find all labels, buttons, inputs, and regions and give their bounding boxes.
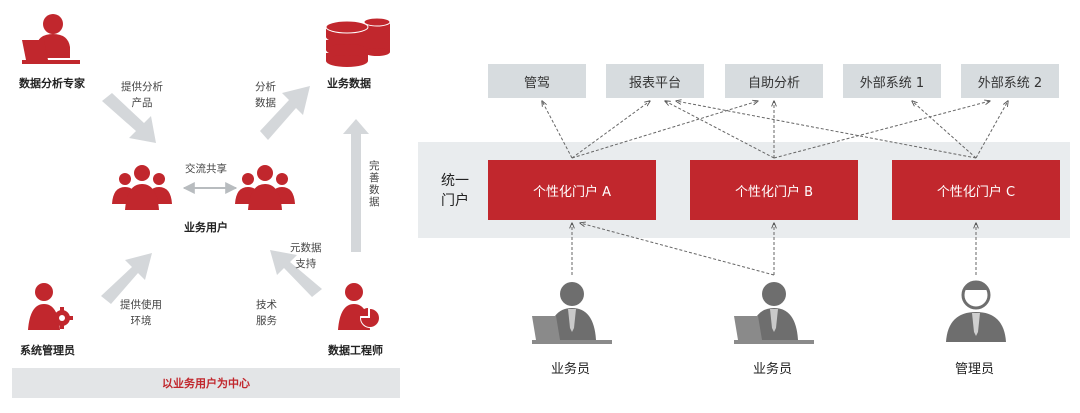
- unified-portal-label: 统一 门户: [441, 173, 469, 209]
- exchange-share-label: 交流共享: [185, 163, 227, 175]
- data-engineer-label: 数据工程师: [328, 344, 383, 357]
- manager-icon: [946, 280, 1006, 342]
- analyze-data-label: 分析 数据: [255, 81, 276, 109]
- footer-bar: 以业务用户为中心: [12, 368, 400, 398]
- portal-a-box: 个性化门户 A: [488, 160, 656, 220]
- arrow-admin-to-users: [101, 253, 152, 304]
- system-box-external-1: 外部系统 1: [843, 64, 941, 98]
- user-group-right-icon: [235, 165, 295, 210]
- manager-label: 管理员: [955, 362, 995, 377]
- footer-label: 以业务用户为中心: [162, 377, 250, 390]
- user-group-left-icon: [112, 165, 172, 210]
- sysadmin-icon: [28, 283, 73, 330]
- expert-icon: [22, 14, 80, 64]
- salesperson-1-label: 业务员: [551, 362, 591, 377]
- tech-service-label: 技术 服务: [256, 299, 277, 327]
- salesperson-2-icon: [734, 282, 814, 344]
- portal-c-box: 个性化门户 C: [892, 160, 1060, 220]
- left-diagram-graphics: [22, 14, 391, 330]
- provide-env-label: 提供使用 环境: [120, 299, 162, 327]
- arrow-engineer-to-data: [343, 119, 369, 252]
- system-box-external-2: 外部系统 2: [961, 64, 1059, 98]
- metadata-support-label: 元数据 支持: [290, 242, 322, 270]
- arrow-engineer-to-users: [270, 250, 322, 297]
- data-engineer-icon: [338, 283, 380, 330]
- arrow-expert-to-users: [102, 93, 156, 143]
- system-box-guanjia: 管驾: [488, 64, 586, 98]
- salesperson-2-label: 业务员: [753, 362, 793, 377]
- complete-data-label: 完善数据: [369, 160, 380, 208]
- expert-label: 数据分析专家: [19, 77, 85, 90]
- business-data-label: 业务数据: [327, 77, 371, 90]
- sysadmin-label: 系统管理员: [20, 344, 75, 357]
- salesperson-1-icon: [532, 282, 612, 344]
- system-box-self-analysis: 自助分析: [725, 64, 823, 98]
- arrow-users-to-data: [260, 86, 310, 140]
- provide-analysis-label: 提供分析 产品: [121, 81, 163, 109]
- portal-b-box: 个性化门户 B: [690, 160, 858, 220]
- database-icon: [325, 17, 391, 67]
- business-user-label: 业务用户: [184, 221, 228, 234]
- system-box-report-platform: 报表平台: [606, 64, 704, 98]
